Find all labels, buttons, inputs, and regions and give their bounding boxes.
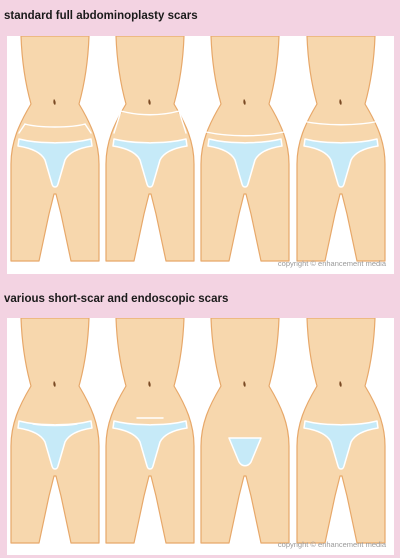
scar-line [32,423,78,427]
torso-illustration [200,318,290,544]
scar-line [113,110,187,134]
navel-icon [148,99,151,105]
torso-figure [295,318,387,555]
copyright-notice: copyright © enhancement media [277,540,386,549]
underwear-icon [303,420,379,470]
scar-line [301,120,381,126]
underwear-icon [228,437,262,467]
copyright-notice: copyright © enhancement media [277,259,386,268]
navel-icon [243,381,246,387]
torso-figure [199,36,291,274]
torso-figure [295,36,387,274]
torso-figure [9,36,101,274]
scar-line [205,131,285,137]
figure-panel-standard: copyright © enhancement media [7,36,394,274]
torso-illustration [296,318,386,544]
torso-figure [199,318,291,555]
scar-line [18,123,92,134]
torso-illustration [10,36,100,262]
underwear-icon [207,138,283,188]
torso-figure [9,318,101,555]
torso-figure [104,318,196,555]
section-heading-standard: standard full abdominoplasty scars [4,10,198,22]
torso-illustration [105,318,195,544]
torso-illustration [200,36,290,262]
underwear-icon [303,138,379,188]
section-heading-short-scar: various short-scar and endoscopic scars [4,293,229,305]
navel-icon [243,99,246,105]
underwear-icon [112,138,188,188]
underwear-icon [17,138,93,188]
underwear-icon [112,420,188,470]
torso-illustration [10,318,100,544]
torso-body [200,318,290,544]
figure-panel-short-scar: copyright © enhancement media [7,318,394,555]
navel-icon [148,381,151,387]
navel-icon [53,381,56,387]
navel-icon [339,381,342,387]
torso-figure [104,36,196,274]
navel-icon [339,99,342,105]
navel-icon [53,99,56,105]
torso-illustration [296,36,386,262]
torso-illustration [105,36,195,262]
